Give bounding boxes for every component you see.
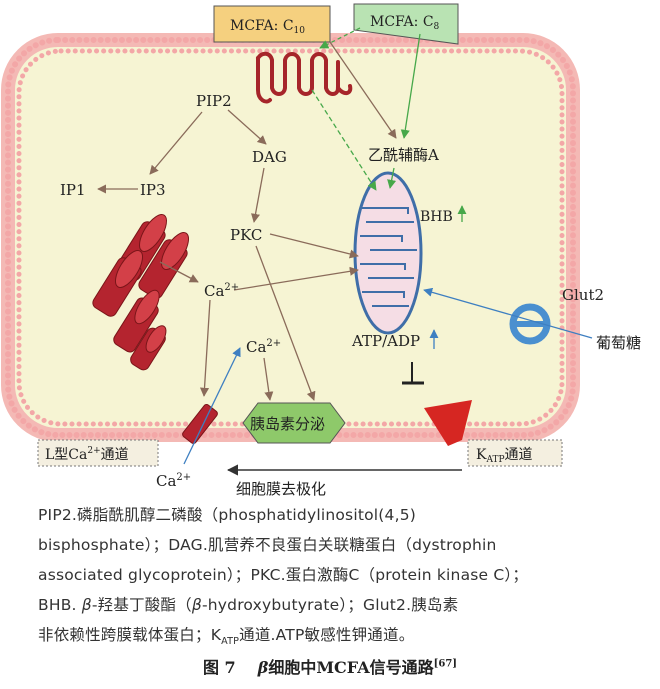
svg-text:MCFA: C8: MCFA: C8 (370, 14, 440, 32)
caption-line-4a: BHB. (38, 596, 82, 614)
glut2-label: Glut2 (562, 286, 604, 304)
katp-post: 通道 (505, 447, 533, 463)
mcfa-pathway-diagram: MCFA: C10 MCFA: C8 (1, 3, 641, 498)
pkc-label: PKC (230, 226, 262, 244)
gpcr-receptor (256, 51, 353, 104)
l-channel-sup: 2+ (87, 446, 100, 456)
ca-inner-label: Ca (246, 338, 266, 356)
figure-title: 图 7 β细胞中MCFA信号通路[67] (0, 654, 660, 678)
acetyl-coa-label: 乙酰辅酶A (368, 146, 439, 164)
svg-text:Ca2+: Ca2+ (204, 282, 239, 300)
katp-pre: K (476, 447, 487, 463)
svg-text:Ca2+: Ca2+ (156, 472, 191, 490)
pip2-label: PIP2 (196, 92, 232, 110)
katp-sub: ATP (485, 455, 504, 465)
ca-cytosol-sup: 2+ (224, 282, 239, 293)
mcfa-c10-flag: MCFA: C10 (213, 5, 331, 43)
ca-cytosol-label: Ca (204, 282, 224, 300)
caption-beta-2: β (191, 596, 202, 614)
caption-line-6a: K (210, 626, 222, 644)
caption-line-4c: -羟基丁酸酯（ (91, 596, 192, 614)
bhb-label: BHB (420, 209, 453, 225)
figure-caption: PIP2.磷脂酰肌醇二磷酸（phosphatidylinositol(4,5) … (38, 500, 628, 657)
mcfa-c8-flag: MCFA: C8 (353, 3, 459, 45)
caption-line-6c: 通道.ATP敏感性钾通道。 (239, 626, 415, 644)
caption-line-5a: 非依赖性跨膜载体蛋白； (38, 626, 211, 644)
l-type-ca-channel-box: L型Ca2+通道 (37, 439, 159, 467)
katp-channel-box: KATP通道 (467, 439, 563, 467)
glucose-label: 葡萄糖 (596, 334, 641, 352)
caption-beta-1: β (81, 596, 92, 614)
mcfa-c10-label: MCFA: C (230, 18, 294, 34)
glut2-transporter (509, 303, 551, 345)
l-channel-pre: L型Ca (45, 447, 87, 463)
arrows (97, 27, 593, 476)
figure-number: 图 7 (202, 658, 236, 677)
dag-label: DAG (252, 148, 287, 166)
l-channel-post: 通道 (101, 447, 129, 463)
caption-line-1: PIP2.磷脂酰肌醇二磷酸（phosphatidylinositol(4,5) (38, 506, 417, 524)
mitochondrion (353, 171, 423, 335)
svg-text:KATP通道: KATP通道 (476, 447, 533, 465)
ca-outside-sup: 2+ (176, 472, 191, 483)
cell (1, 33, 580, 442)
mcfa-c8-sub: 8 (434, 22, 440, 32)
depolarization-label: 细胞膜去极化 (236, 480, 326, 498)
caption-line-2: bisphosphate）；DAG.肌营养不良蛋白关联糖蛋白（dystrophi… (38, 536, 497, 554)
caption-line-6b: ATP (221, 636, 240, 648)
caption-line-4e: -hydroxybutyrate）；Glut2.胰岛素 (201, 596, 459, 614)
er-stack (92, 214, 189, 371)
caption-line-3: associated glycoprotein）；PKC.蛋白激酶C（prote… (38, 566, 529, 584)
atp-adp-label: ATP/ADP (351, 332, 420, 350)
caption-line-4: BHB. β-羟基丁酸酯（β-hydroxybutyrate）；Glut2.胰岛… (38, 590, 628, 620)
insulin-secretion-box (242, 402, 346, 444)
svg-text:MCFA: C10: MCFA: C10 (230, 18, 305, 36)
katp-channel-shape (424, 400, 472, 446)
mcfa-c10-sub: 10 (294, 26, 306, 36)
caption-line-5: 非依赖性跨膜载体蛋白；KATP通道.ATP敏感性钾通道。 (38, 620, 628, 657)
ip3-label: IP3 (140, 181, 166, 199)
insulin-secretion-label: 胰岛素分泌 (250, 415, 325, 433)
figure-beta: β (257, 658, 269, 677)
ca-inner-sup: 2+ (266, 338, 281, 349)
mcfa-c8-label: MCFA: C (370, 14, 434, 30)
ip1-label: IP1 (60, 181, 86, 199)
ca-outside-label: Ca (156, 472, 176, 490)
svg-text:Ca2+: Ca2+ (246, 338, 281, 356)
increase-indicators (429, 205, 467, 349)
figure-title-text: 细胞中MCFA信号通路 (268, 658, 434, 677)
svg-text:L型Ca2+通道: L型Ca2+通道 (45, 446, 129, 463)
figure-ref: [67] (433, 658, 458, 670)
cell-membrane-outer (1, 33, 580, 442)
